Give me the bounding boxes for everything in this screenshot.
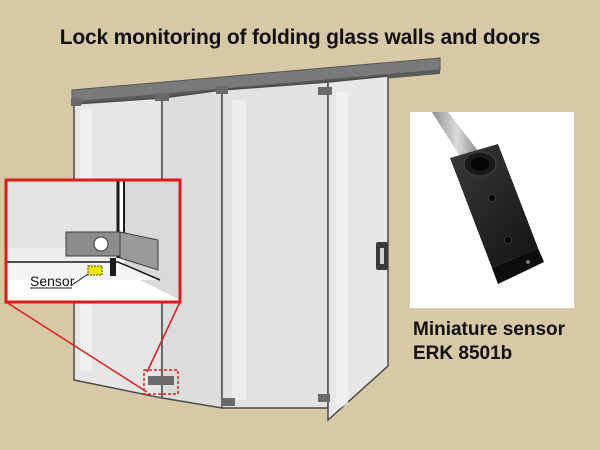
sensor-photo-icon <box>432 112 544 284</box>
connector-line-bottom <box>5 301 148 393</box>
product-caption: Miniature sensor ERK 8501b <box>413 318 593 366</box>
highlight-box <box>143 369 179 395</box>
sensor-label: Sensor <box>30 273 75 289</box>
product-model: ERK 8501b <box>413 343 513 364</box>
page-title: Lock monitoring of folding glass walls a… <box>59 26 541 49</box>
connector-line-top <box>146 301 181 373</box>
inset-detail <box>4 178 182 304</box>
sensor-marker <box>87 265 103 276</box>
top-fitting <box>71 98 81 106</box>
product-name: Miniature sensor <box>413 319 566 340</box>
product-photo <box>410 112 574 308</box>
inset-frame <box>4 178 182 304</box>
bottom-fitting <box>223 398 235 406</box>
door-handle-icon <box>376 242 388 270</box>
